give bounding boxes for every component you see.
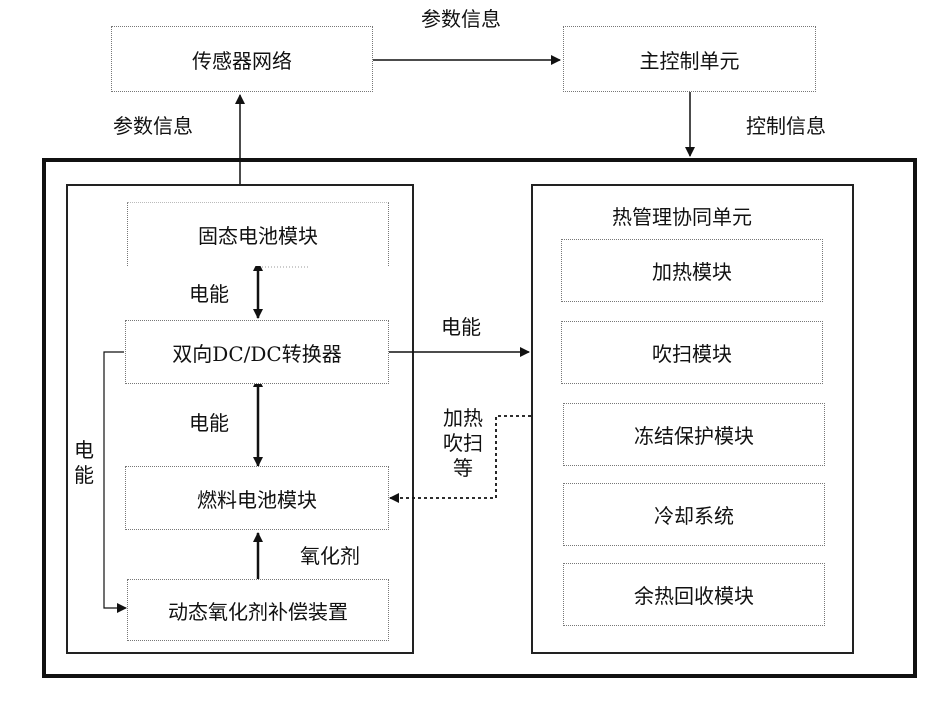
fuel-cell-label: 燃料电池模块 bbox=[197, 484, 317, 513]
edge-label-param-info-left: 参数信息 bbox=[113, 116, 193, 136]
freeze-protection-label: 冻结保护模块 bbox=[634, 420, 754, 449]
edge-label-energy-1: 电能 bbox=[189, 284, 229, 304]
dcdc-label: 双向DC/DC转换器 bbox=[172, 338, 341, 367]
solid-battery-node: 固态电池模块 bbox=[127, 202, 389, 266]
heating-module-label: 加热模块 bbox=[652, 256, 732, 285]
heating-module: 加热模块 bbox=[561, 239, 823, 302]
oxidant-device-label: 动态氧化剂补偿装置 bbox=[168, 596, 348, 625]
edge-label-heat-purge-3: 等 bbox=[453, 458, 473, 478]
main-control-node: 主控制单元 bbox=[563, 26, 816, 92]
thermal-unit-title: 热管理协同单元 bbox=[612, 207, 752, 227]
waste-heat-recovery-module: 余热回收模块 bbox=[563, 563, 825, 626]
sensor-network-label: 传感器网络 bbox=[192, 45, 292, 74]
edge-label-energy-left: 电能 bbox=[73, 438, 95, 488]
fuel-cell-node: 燃料电池模块 bbox=[125, 466, 389, 530]
arrow-dcdc-oxidant-loop bbox=[104, 352, 126, 608]
cooling-system-label: 冷却系统 bbox=[654, 500, 734, 529]
edge-label-oxidant: 氧化剂 bbox=[300, 546, 360, 566]
edge-label-energy-3: 电能 bbox=[189, 413, 229, 433]
freeze-protection-module: 冻结保护模块 bbox=[563, 403, 825, 466]
edge-label-heat-purge-2: 吹扫 bbox=[443, 433, 483, 453]
sensor-network-node: 传感器网络 bbox=[111, 26, 373, 92]
edge-label-control-info: 控制信息 bbox=[746, 116, 826, 136]
purge-module: 吹扫模块 bbox=[561, 321, 823, 384]
cooling-system: 冷却系统 bbox=[563, 483, 825, 546]
edge-label-heat-purge-1: 加热 bbox=[443, 408, 483, 428]
waste-heat-recovery-label: 余热回收模块 bbox=[634, 580, 754, 609]
edge-label-param-info-top: 参数信息 bbox=[421, 9, 501, 29]
solid-battery-label: 固态电池模块 bbox=[198, 220, 318, 249]
purge-module-label: 吹扫模块 bbox=[652, 338, 732, 367]
main-control-label: 主控制单元 bbox=[640, 45, 740, 74]
edge-label-energy-left-text: 电能 bbox=[74, 438, 94, 487]
edge-label-energy-2: 电能 bbox=[441, 317, 481, 337]
dcdc-node: 双向DC/DC转换器 bbox=[125, 320, 389, 384]
oxidant-device-node: 动态氧化剂补偿装置 bbox=[127, 579, 389, 641]
